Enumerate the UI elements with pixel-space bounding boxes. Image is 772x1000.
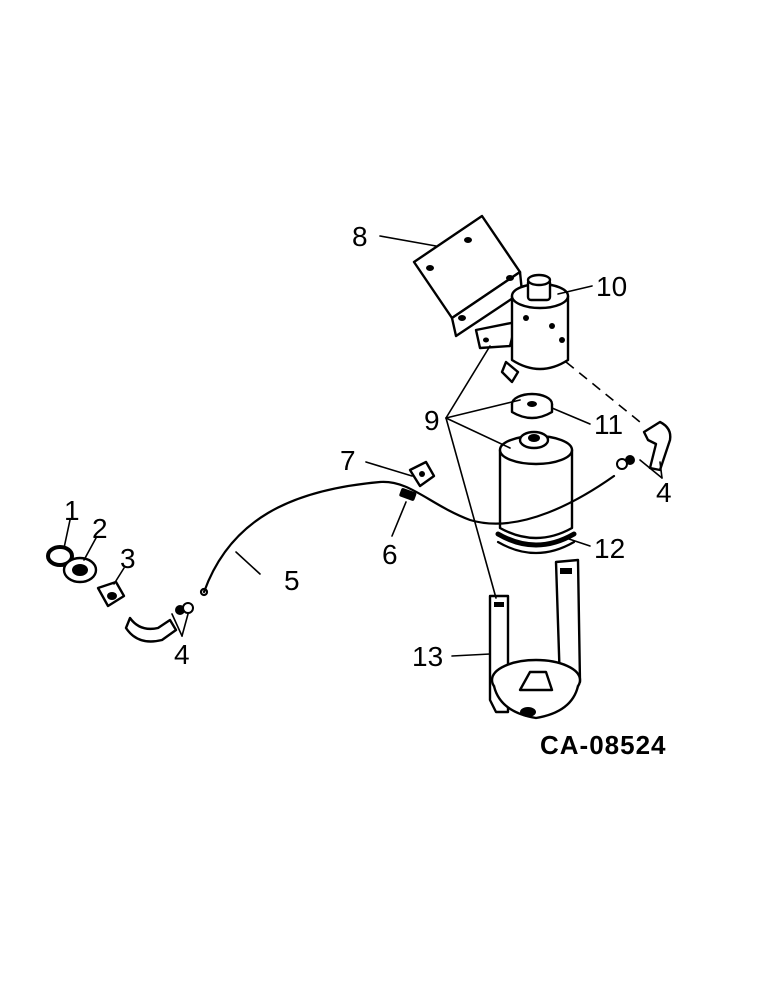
elbow-fitting-right [616,420,672,472]
callout-9: 9 [424,405,440,436]
tube-line [199,474,616,597]
callout-4-right: 4 [656,477,672,508]
dryer-canister [495,430,577,555]
canister-holder [488,558,582,720]
callout-10: 10 [596,271,627,302]
callout-12: 12 [594,533,625,564]
tube-clip [408,460,436,488]
callout-5: 5 [284,565,300,596]
callout-3: 3 [120,543,136,574]
leader-lines [63,235,663,657]
drawing-code: CA-08524 [540,730,667,760]
callout-4-left: 4 [174,639,190,670]
nut [62,556,98,584]
callout-2: 2 [92,513,108,544]
o-ring [46,545,74,567]
callout-6: 6 [382,539,398,570]
callout-1: 1 [64,495,80,526]
adapter-fitting [96,580,126,608]
elbow-fitting-left [124,602,194,643]
callout-7: 7 [340,445,356,476]
tube-connector [399,488,417,501]
callout-8: 8 [352,221,368,252]
callout-13: 13 [412,641,443,672]
mounting-bracket [412,214,524,338]
valve-head [474,273,570,384]
callout-11: 11 [594,409,623,440]
seal-cap [510,392,554,420]
